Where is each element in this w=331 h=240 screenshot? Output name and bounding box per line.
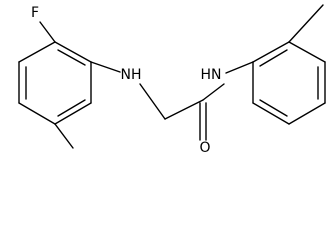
left-ring-bond [18,102,56,125]
right-ring-double-bond [259,49,288,67]
right-methyl-bond [288,4,324,43]
hn-to-ring-bond [225,61,254,74]
carbonyl-oxygen-label: O [199,140,210,155]
chemical-structure: F NH O HN [18,4,326,155]
left-methyl-bond [54,123,74,149]
left-ring-double-bond [57,49,86,66]
left-ring-bond [54,41,92,63]
ring-to-nh-bond [90,61,121,73]
left-benzene-ring [18,41,92,125]
fluorine-label: F [31,5,39,21]
carbonyl-to-hn-bond [202,83,225,101]
right-ring-bond [288,41,326,63]
right-benzene-ring [252,41,326,125]
amide-hn-label: HN [201,67,222,83]
right-ring-bond [252,102,290,125]
right-ring-bond [288,102,326,125]
right-ring-bond [252,41,290,63]
left-ring-bond [54,102,92,125]
left-ring-double-bond [57,99,86,117]
left-ring-bond [18,41,56,63]
nh-to-ch2-bond [139,83,166,120]
amine-nh-label: NH [121,67,142,83]
ch2-to-carbonyl-bond [164,99,204,120]
right-ring-double-bond [259,99,288,117]
fluorine-bond [39,21,56,43]
